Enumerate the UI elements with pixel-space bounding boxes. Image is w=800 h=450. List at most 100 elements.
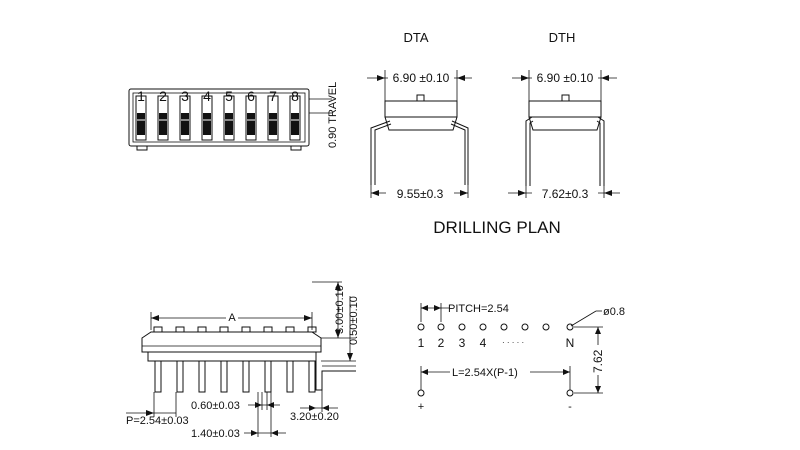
- switch-slot-5: [223, 95, 235, 141]
- dta-view: DTA 6.90 ±0.10 9.55±0.3: [367, 30, 472, 201]
- hole-label-1: 1: [418, 336, 425, 350]
- side-pin-6: [264, 360, 272, 393]
- side-actuator-7: [285, 326, 295, 333]
- switch-knob-1: [137, 113, 145, 135]
- length-arrow-right: [304, 315, 312, 321]
- dta-pin-left-inner: [374, 123, 392, 185]
- dth-top-width: 6.90 ±0.10: [537, 71, 594, 85]
- dta-span-arrow-right: [460, 190, 468, 196]
- row-spacing-label-bg: [591, 345, 604, 375]
- hole-bottom-1: [417, 389, 425, 397]
- switch-number-8: 8: [291, 88, 299, 104]
- dth-pin-left: [525, 116, 533, 186]
- dta-top-width: 6.90 ±0.10: [393, 71, 450, 85]
- pin-length-label: 3.20±0.20: [290, 411, 339, 423]
- dth-span-arrow-left: [518, 190, 526, 196]
- top-view-body: [128, 88, 310, 147]
- hole-row-top: [417, 323, 550, 331]
- dth-body-lower: [528, 116, 602, 131]
- side-pin-8: [308, 360, 316, 393]
- height-upper-label: 3.00±0.10: [334, 285, 346, 334]
- side-actuator-3: [197, 326, 207, 333]
- hole-top-mid-3: [542, 323, 550, 331]
- pin-base-arrow-right: [271, 430, 278, 436]
- side-pin-group: [154, 360, 316, 393]
- switch-group: [135, 95, 301, 141]
- pitch-arrow: [146, 410, 154, 416]
- hole-top-4: [479, 323, 487, 331]
- switch-number-3: 3: [181, 88, 189, 104]
- switch-knob-7: [269, 113, 277, 135]
- dta-title: DTA: [403, 30, 428, 45]
- dth-title: DTH: [549, 30, 576, 45]
- switch-slot-4: [201, 95, 213, 141]
- side-view: A 3.00±0.10 0.50±0.10 P=2.54±0.03: [126, 281, 360, 440]
- drilling-plan-title: DRILLING PLAN: [433, 218, 561, 237]
- pin-width-arrow-right: [267, 402, 274, 408]
- top-view-inner: [132, 92, 306, 143]
- hole-label-4: 4: [480, 336, 487, 350]
- height-lower-arrow: [347, 353, 353, 361]
- dta-pin-right-inner: [450, 123, 466, 185]
- switch-knob-2: [159, 113, 167, 135]
- switch-knob-5: [225, 113, 233, 135]
- side-pin-4: [220, 360, 228, 393]
- drill-pitch-arrow-right: [434, 305, 441, 311]
- switch-number-4: 4: [203, 88, 211, 104]
- switch-knob-3: [181, 113, 189, 135]
- length-arrow-left: [151, 315, 159, 321]
- side-actuator-group: [153, 326, 317, 333]
- side-actuator-8: [307, 326, 317, 333]
- hole-label-2: 2: [438, 336, 445, 350]
- hole-diameter-leader: [570, 310, 597, 327]
- pin-base-arrow-left: [251, 430, 258, 436]
- row-spacing-label: 7.62: [591, 349, 605, 373]
- hole-bottom-n: [566, 389, 574, 397]
- hole-top-3: [458, 323, 466, 331]
- side-pin-2: [176, 360, 184, 393]
- length-label: A: [228, 312, 236, 324]
- drilling-plan: PITCH=2.54 · · · · · ø0.8 1 2 3 4 N L=2.…: [417, 303, 625, 413]
- dta-width-arrow-left: [377, 75, 385, 81]
- height-upper-arrow-top: [335, 282, 341, 290]
- dta-actuator: [416, 94, 425, 102]
- row-spacing-arrow-top: [595, 327, 601, 334]
- height-upper-arrow-bottom: [335, 330, 341, 338]
- dth-pin-right: [597, 116, 605, 186]
- top-view-tab-left: [136, 145, 148, 151]
- drill-pitch-arrow-left: [421, 305, 428, 311]
- side-body-base: [147, 351, 317, 362]
- switch-slot-1: [135, 95, 147, 141]
- side-pin-5: [242, 360, 250, 393]
- hole-top-mid-2: [521, 323, 529, 331]
- height-lower-label: 0.50±0.10: [348, 296, 360, 345]
- switch-number-2: 2: [159, 88, 167, 104]
- dta-pin-left: [370, 120, 391, 185]
- dth-pin-span: 7.62±0.3: [542, 187, 589, 201]
- dta-pin-span: 9.55±0.3: [397, 187, 444, 201]
- dth-body-upper: [528, 100, 602, 118]
- pitch-label: P=2.54±0.03: [126, 415, 189, 427]
- side-actuator-6: [263, 326, 273, 333]
- row-spacing-arrow-bottom: [595, 386, 601, 393]
- side-actuator-1: [153, 326, 163, 333]
- dth-actuator: [561, 94, 570, 102]
- drill-pitch-label: PITCH=2.54: [448, 303, 509, 315]
- hole-label-3: 3: [459, 336, 466, 350]
- side-pin-7: [286, 360, 294, 393]
- hole-top-1: [417, 323, 425, 331]
- switch-knob-8: [291, 113, 299, 135]
- switch-slot-7: [267, 95, 279, 141]
- hole-top-2: [437, 323, 445, 331]
- drill-length-label-bg: [450, 364, 530, 378]
- dta-width-label-bg: [388, 70, 454, 84]
- switch-slot-3: [179, 95, 191, 141]
- switch-number-6: 6: [247, 88, 255, 104]
- side-pin-3: [198, 360, 206, 393]
- hole-label-n: N: [566, 336, 575, 350]
- dth-view: DTH 6.90 ±0.10 7.62±0.3: [508, 30, 620, 201]
- polarity-plus: +: [418, 401, 424, 413]
- drill-length-arrow-right: [563, 369, 570, 375]
